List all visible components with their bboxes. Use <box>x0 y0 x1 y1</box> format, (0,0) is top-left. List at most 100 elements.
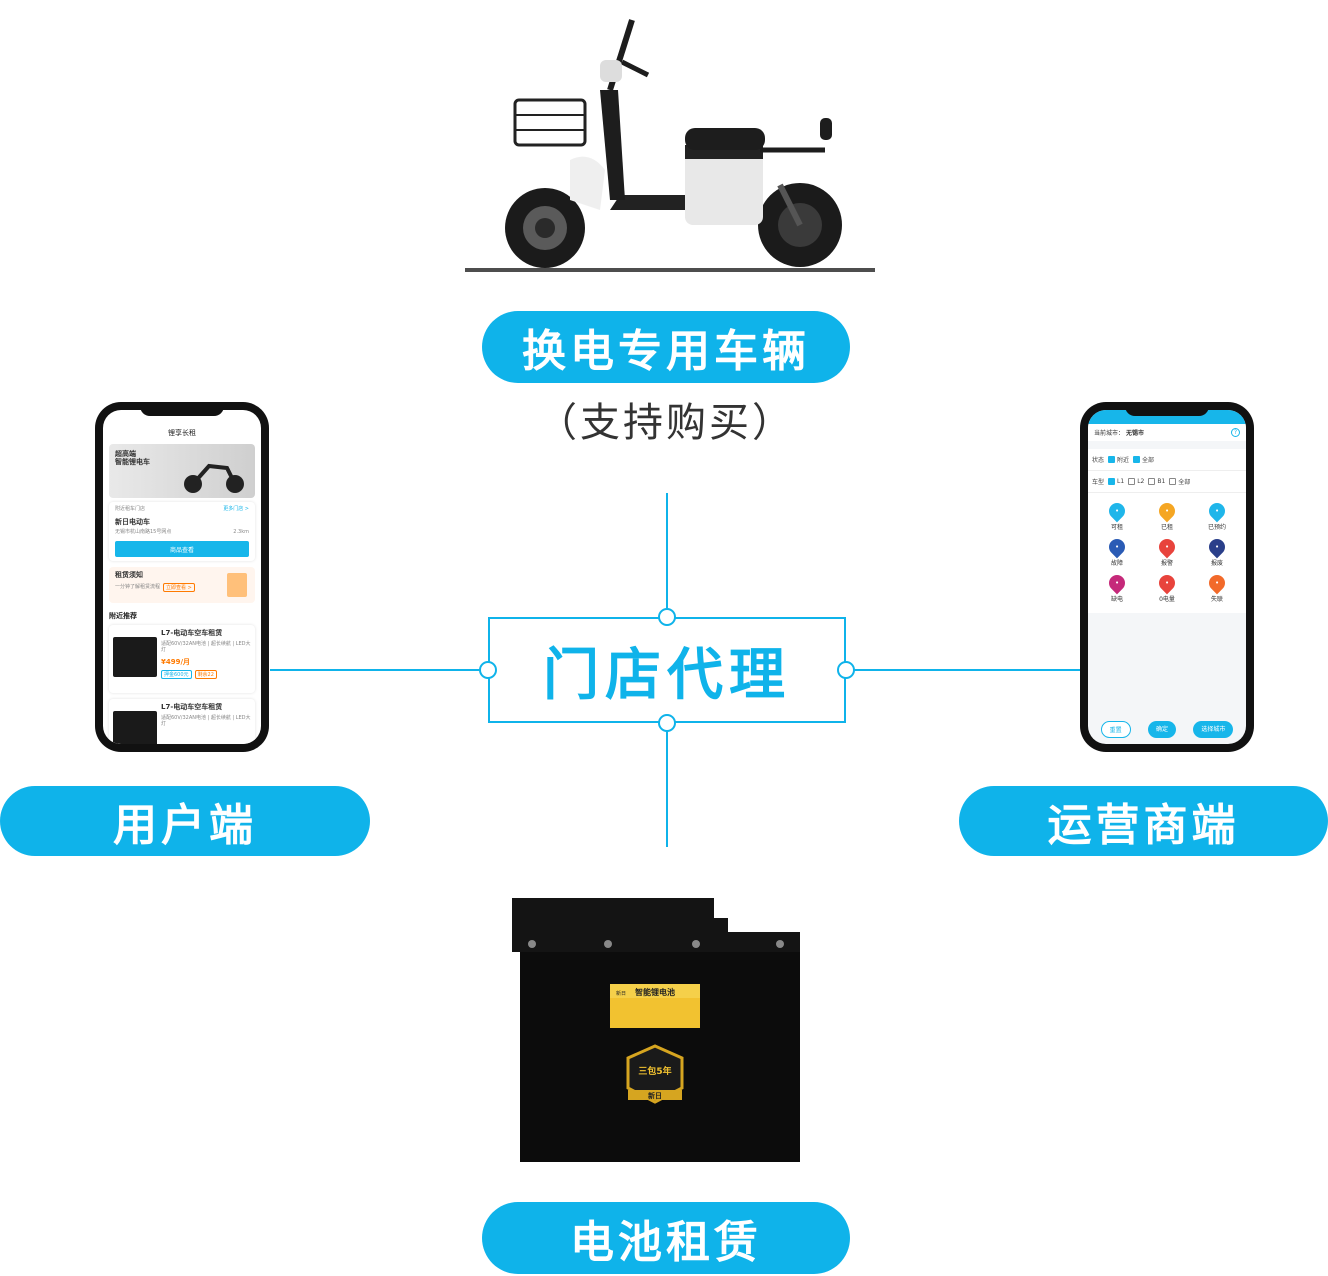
product-price: ¥499/月 <box>161 657 191 666</box>
city-bar: 当前城市： 无锡市 ? <box>1088 424 1246 441</box>
status-legend-label: 失联 <box>1210 596 1223 603</box>
confirm-button[interactable]: 确定 <box>1147 721 1176 738</box>
status-legend-label: 报废 <box>1210 560 1223 567</box>
battery-label-title: 智能锂电池 <box>635 987 675 997</box>
status-legend-item: •可租 <box>1092 499 1142 531</box>
city-label: 当前城市： <box>1094 430 1125 437</box>
type-option-b1[interactable]: B1 <box>1148 478 1165 485</box>
badge-line-1: 三包5年 <box>638 1065 671 1077</box>
notice-desc: 一分钟了解租赁流程 <box>115 584 161 591</box>
stock-tag: 剩余22 <box>194 669 217 679</box>
type-label: 车型 <box>1092 479 1105 486</box>
motorcycle-icon <box>184 463 244 493</box>
status-legend-item: •故障 <box>1092 535 1142 567</box>
battery-label-brand: 新日 <box>616 990 626 997</box>
bike-icon: • <box>1105 499 1129 523</box>
view-goods-button[interactable]: 商品查看 <box>115 541 249 558</box>
status-option-nearby[interactable]: 附近 <box>1108 455 1129 464</box>
operator-actions: 重置 确定 选择城市 <box>1088 721 1246 738</box>
battery-node-label: 电池租赁 <box>482 1202 850 1274</box>
status-legend-label: 缺电 <box>1110 596 1123 603</box>
select-city-button[interactable]: 选择城市 <box>1193 721 1234 738</box>
user-node-label: 用户端 <box>0 786 370 856</box>
connector-right <box>846 669 1080 671</box>
nearby-label: 附近租车门店 <box>115 506 146 512</box>
status-filter: 状态 附近 全部 <box>1088 449 1246 471</box>
banner-title-2: 智能锂电车 <box>115 458 150 467</box>
connector-dot-left <box>479 661 497 679</box>
check-icon: • <box>1205 499 1229 523</box>
status-legend-item: •0电量 <box>1142 571 1192 603</box>
product-card[interactable]: L7-电动车空车租赁 适配60V/32AN电池 | 超长续航 | LED大灯 ¥… <box>109 625 255 694</box>
signal-icon: • <box>1205 571 1229 595</box>
phone-notch <box>1125 402 1209 416</box>
reset-button[interactable]: 重置 <box>1100 721 1131 738</box>
city-value: 无锡市 <box>1125 430 1144 437</box>
store-address: 无锡市杭山南路15号网点 <box>115 529 172 536</box>
store-distance: 2.3km <box>233 529 249 536</box>
center-title: 门店代理 <box>543 642 791 708</box>
nearby-store-card: 附近租车门店 更多门店 > 新日电动车 无锡市杭山南路15号网点 2.3km 商… <box>109 502 255 562</box>
status-legend-item: •已预约 <box>1192 499 1242 531</box>
store-name: 新日电动车 <box>115 518 150 526</box>
battery-thumb-icon <box>113 637 157 678</box>
operator-app-phone: 当前城市： 无锡市 ? 状态 附近 全部 车型 L1 L2 B1 全部 •可租•… <box>1080 402 1254 752</box>
target-icon: • <box>1155 499 1179 523</box>
connector-dot-top <box>658 608 676 626</box>
close-icon: • <box>1205 535 1229 559</box>
status-legend-label: 已租 <box>1160 524 1173 531</box>
product-name: L7-电动车空车租赁 <box>161 629 223 638</box>
alarm-icon: • <box>1155 535 1179 559</box>
status-legend-label: 报警 <box>1160 560 1173 567</box>
status-legend-label: 故障 <box>1110 560 1123 567</box>
app-title: 锂享长租 <box>168 429 196 437</box>
empty-battery-icon: • <box>1155 571 1179 595</box>
status-legend-label: 0电量 <box>1159 596 1175 603</box>
product-name: L7-电动车空车租赁 <box>161 703 223 712</box>
battery-icon: • <box>1105 571 1129 595</box>
connector-top <box>666 493 668 617</box>
user-app-screen: 锂享长租 超高端 智能锂电车 附近租车门店 更多门店 > 新日电动车 无锡市杭山… <box>103 410 261 744</box>
rental-notice[interactable]: 租赁须知 一分钟了解租赁流程 立即查看 > <box>109 567 255 604</box>
status-legend-item: •失联 <box>1192 571 1242 603</box>
status-option-all[interactable]: 全部 <box>1133 455 1154 464</box>
status-legend-label: 已预约 <box>1207 524 1226 531</box>
connector-dot-bottom <box>658 714 676 732</box>
banner-title-1: 超高端 <box>115 450 136 458</box>
battery-pack-image: 智能锂电池 新日 三包5年 新日 <box>512 898 800 1162</box>
type-option-all[interactable]: 全部 <box>1169 477 1190 486</box>
vehicle-node-label: 换电专用车辆 <box>482 311 850 383</box>
vehicle-status-legend: •可租•已租•已预约•故障•报警•报废•缺电•0电量•失联 <box>1088 493 1246 613</box>
operator-node-label: 运营商端 <box>959 786 1328 856</box>
badge-line-2: 新日 <box>648 1091 662 1100</box>
operator-app-screen: 当前城市： 无锡市 ? 状态 附近 全部 车型 L1 L2 B1 全部 •可租•… <box>1088 410 1246 744</box>
section-title: 附近推荐 <box>109 612 137 621</box>
clipboard-icon <box>227 573 247 598</box>
connector-bottom <box>666 723 668 847</box>
status-label: 状态 <box>1092 457 1105 464</box>
status-legend-item: •缺电 <box>1092 571 1142 603</box>
notice-title: 租赁须知 <box>115 571 143 580</box>
type-filter: 车型 L1 L2 B1 全部 <box>1088 471 1246 493</box>
notice-link[interactable]: 立即查看 > <box>163 582 195 592</box>
warning-icon: • <box>1105 535 1129 559</box>
center-node: 门店代理 <box>488 617 846 723</box>
vehicle-node-sublabel: （支持购买） <box>537 400 795 446</box>
scooter-image <box>465 19 875 272</box>
product-desc: 适配60V/32AN电池 | 超长续航 | LED大灯 <box>161 714 251 727</box>
connector-left <box>270 669 488 671</box>
battery-thumb-icon <box>113 711 157 744</box>
status-legend-item: •报警 <box>1142 535 1192 567</box>
status-legend-label: 可租 <box>1110 524 1123 531</box>
status-legend-item: •报废 <box>1192 535 1242 567</box>
type-option-l2[interactable]: L2 <box>1128 478 1144 485</box>
more-stores-link[interactable]: 更多门店 > <box>223 506 249 512</box>
user-app-phone: 锂享长租 超高端 智能锂电车 附近租车门店 更多门店 > 新日电动车 无锡市杭山… <box>95 402 269 752</box>
product-card[interactable]: L7-电动车空车租赁 适配60V/32AN电池 | 超长续航 | LED大灯 <box>109 699 255 744</box>
type-option-l1[interactable]: L1 <box>1108 478 1124 485</box>
phone-notch <box>140 402 224 416</box>
connector-dot-right <box>837 661 855 679</box>
promo-banner[interactable]: 超高端 智能锂电车 <box>109 444 255 498</box>
deposit-tag: 押金600元 <box>161 669 192 679</box>
help-icon[interactable]: ? <box>1231 428 1240 437</box>
